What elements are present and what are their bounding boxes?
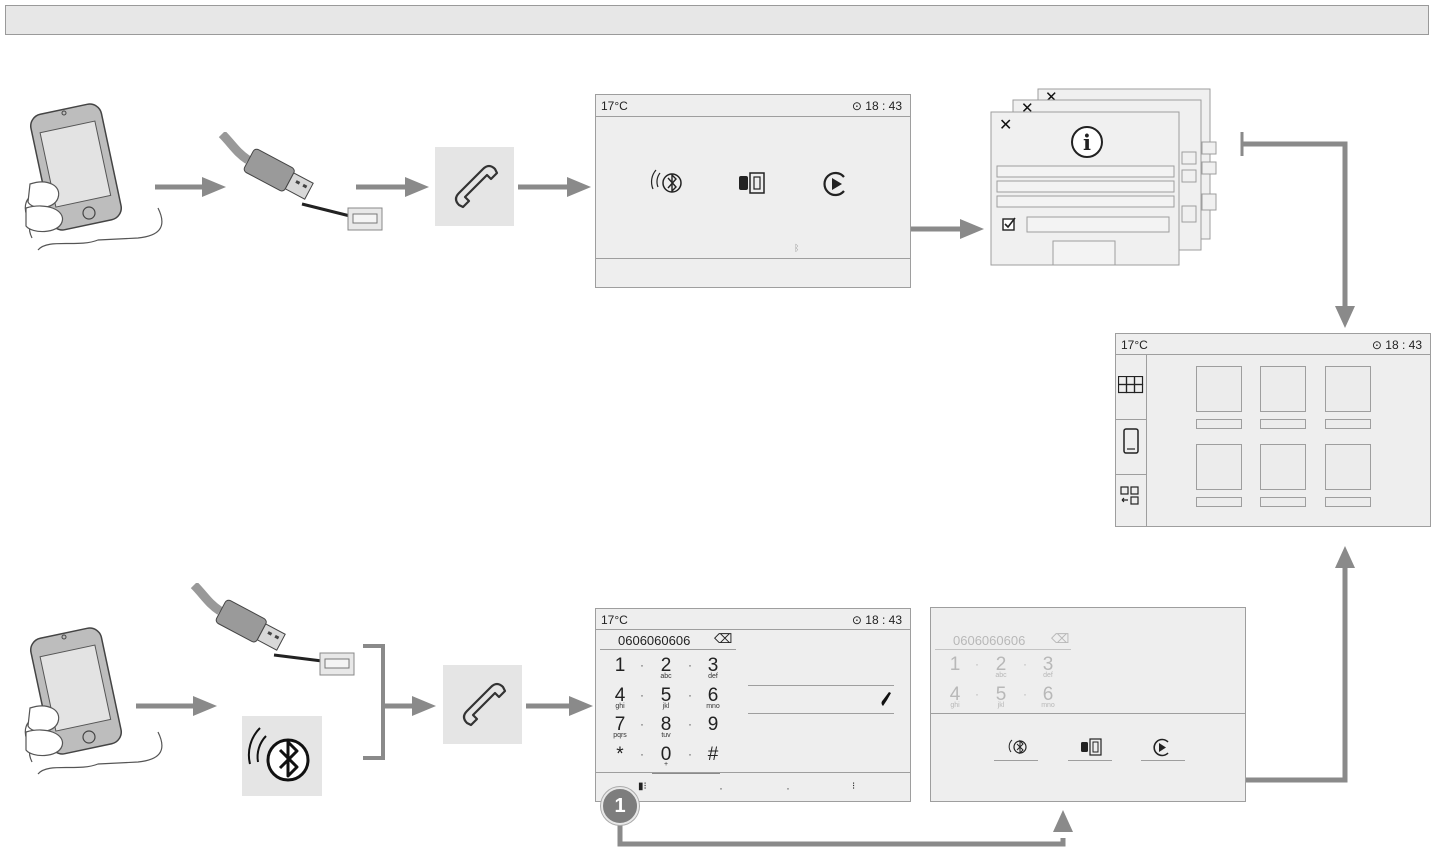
app-tile[interactable] xyxy=(1260,366,1306,412)
clock-icon: ⊙ xyxy=(851,613,862,627)
app-tile-label xyxy=(1260,497,1306,507)
call-handset-icon[interactable] xyxy=(878,689,894,709)
more-options-icon[interactable]: ⁝ xyxy=(852,781,856,792)
phone-handset-icon xyxy=(462,682,507,727)
close-icon: ✕ xyxy=(999,115,1012,134)
smartphone-in-hand-icon xyxy=(24,103,163,251)
top-banner xyxy=(5,5,1429,35)
app-tile-label xyxy=(1325,419,1371,429)
key-3[interactable]: 3 xyxy=(707,655,719,676)
key-7[interactable]: 7 xyxy=(614,714,626,735)
key-2: 2 xyxy=(995,654,1007,675)
bluetooth-icon[interactable] xyxy=(1003,736,1031,758)
key-4: 4 xyxy=(949,684,961,705)
bluetooth-icon xyxy=(247,727,310,782)
key-1: 1 xyxy=(949,654,961,675)
phone-dialer-screen: 17°C ⊙ 18 : 43 0606060606 ⌫ 1 · 2 abc · … xyxy=(595,608,911,802)
temperature-label: 17°C xyxy=(601,99,628,113)
arrow-badge-to-dimmed xyxy=(617,810,1066,847)
app-tile-label xyxy=(1325,497,1371,507)
apps-layout-icon[interactable] xyxy=(1120,486,1142,508)
smartphone-in-hand-icon xyxy=(24,627,163,775)
app-tile-label xyxy=(1260,419,1306,429)
clock-icon: ⊙ xyxy=(851,99,862,113)
bluetooth-icon[interactable] xyxy=(648,167,688,199)
key-0[interactable]: 0 xyxy=(660,744,672,765)
mirror-screen-icon[interactable] xyxy=(736,171,770,197)
key-9[interactable]: 9 xyxy=(707,714,719,735)
phone-handset-icon xyxy=(454,164,499,209)
key-1[interactable]: 1 xyxy=(614,655,626,676)
bluetooth-small-icon: ᛒ xyxy=(794,243,800,253)
usb-cable-icon xyxy=(218,132,383,231)
checkbox-icon xyxy=(1002,218,1015,231)
key-6: 6 xyxy=(1042,684,1054,705)
mirror-screen-icon[interactable] xyxy=(1079,737,1105,757)
info-icon: i xyxy=(1083,130,1091,155)
temperature-label: 17°C xyxy=(601,613,628,627)
play-circle-icon[interactable] xyxy=(820,169,850,199)
app-tile[interactable] xyxy=(1196,366,1242,412)
key-8[interactable]: 8 xyxy=(660,714,672,735)
settings-dialog-stack: ✕ ✕ ✕ i xyxy=(990,88,1217,266)
key-hash[interactable]: # xyxy=(707,744,719,765)
clock-label: ⊙ 18 : 43 xyxy=(851,613,902,627)
key-2[interactable]: 2 xyxy=(660,655,672,676)
app-tile[interactable] xyxy=(1325,444,1371,490)
bluetooth-connection xyxy=(242,716,322,796)
app-tile-label xyxy=(1196,419,1242,429)
key-3: 3 xyxy=(1042,654,1054,675)
callout-badge-1: 1 xyxy=(601,787,639,825)
arrow-dialogs-to-menu xyxy=(1242,141,1348,310)
dialed-number: 0606060606 xyxy=(618,633,691,648)
key-4[interactable]: 4 xyxy=(614,685,626,706)
home-screen: 17°C ⊙ 18 : 43 ᛒ xyxy=(595,94,911,288)
app-tile[interactable] xyxy=(1325,366,1371,412)
dimmed-dialer-screen: 0606060606 ⌫ 1 · 2 abc · 3 def 4 ghi · 5… xyxy=(930,607,1246,802)
app-tile-label xyxy=(1196,497,1242,507)
connection-bracket xyxy=(363,644,385,760)
backspace-icon[interactable]: ⌫ xyxy=(714,631,733,646)
phone-call-button[interactable] xyxy=(443,665,522,744)
grid-apps-icon[interactable] xyxy=(1118,376,1144,396)
app-tile[interactable] xyxy=(1196,444,1242,490)
app-tile[interactable] xyxy=(1260,444,1306,490)
ok-button xyxy=(1052,240,1116,266)
key-star[interactable]: * xyxy=(616,744,624,765)
smartphone-icon[interactable] xyxy=(1122,428,1142,456)
phone-call-button[interactable] xyxy=(435,147,514,226)
clock-icon: ⊙ xyxy=(1371,338,1382,352)
usb-cable-icon xyxy=(190,583,355,676)
key-6[interactable]: 6 xyxy=(707,685,719,706)
clock-label: ⊙ 18 : 43 xyxy=(851,99,902,113)
mirror-screen-icon[interactable]: ▮⁝ xyxy=(638,781,647,792)
dialed-number: 0606060606 xyxy=(953,633,1026,648)
temperature-label: 17°C xyxy=(1121,338,1148,352)
clock-label: ⊙ 18 : 43 xyxy=(1371,338,1422,352)
play-circle-icon[interactable] xyxy=(1151,737,1173,759)
key-5: 5 xyxy=(995,684,1007,705)
applications-menu-screen: 17°C ⊙ 18 : 43 xyxy=(1115,333,1431,527)
backspace-icon: ⌫ xyxy=(1051,631,1070,646)
key-5[interactable]: 5 xyxy=(660,685,672,706)
